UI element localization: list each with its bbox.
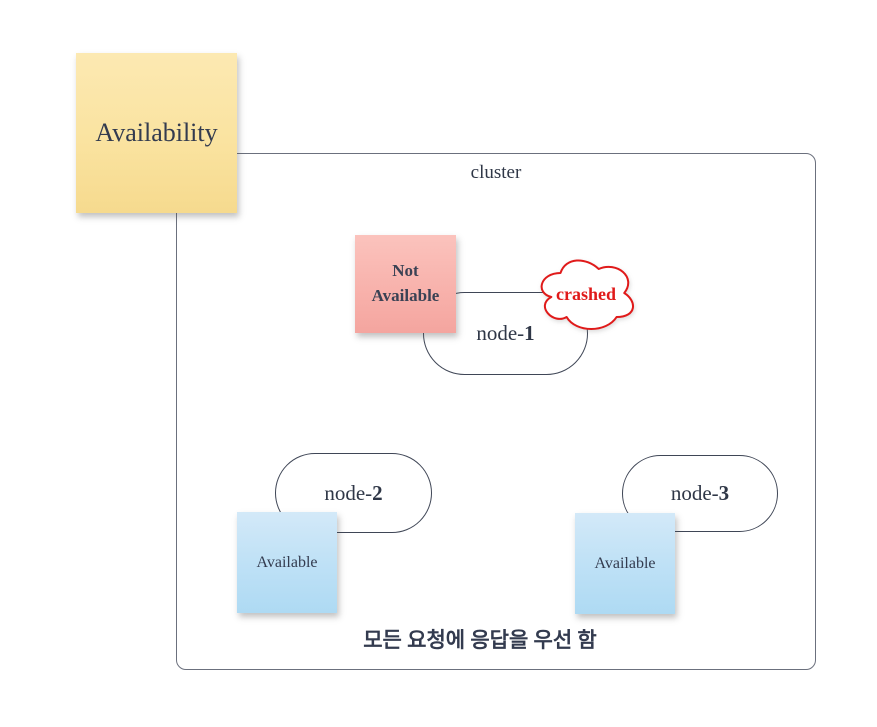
cluster-label: cluster <box>470 162 522 183</box>
available-label-node2: Available <box>256 553 318 571</box>
node-3-label: node-3 <box>670 481 730 505</box>
availability-title-label: Availability <box>95 118 218 147</box>
not-available-label: Not Available <box>371 261 440 305</box>
not-available-note[interactable]: Not Available <box>355 235 456 333</box>
available-note-node3[interactable]: Available <box>575 513 675 614</box>
node-1-label: node-1 <box>476 321 535 345</box>
cloud-icon <box>540 259 634 330</box>
available-label-node3: Available <box>594 554 656 572</box>
availability-title-note[interactable]: Availability <box>76 53 237 213</box>
crashed-label: crashed <box>556 283 616 304</box>
crashed-cloud[interactable]: crashed <box>535 253 637 333</box>
cluster-caption: 모든 요청에 응답을 우선 함 <box>363 628 597 652</box>
available-note-node2[interactable]: Available <box>237 512 337 613</box>
node-2-label: node-2 <box>324 480 383 505</box>
node-3-shape[interactable]: node-3 <box>622 455 778 532</box>
